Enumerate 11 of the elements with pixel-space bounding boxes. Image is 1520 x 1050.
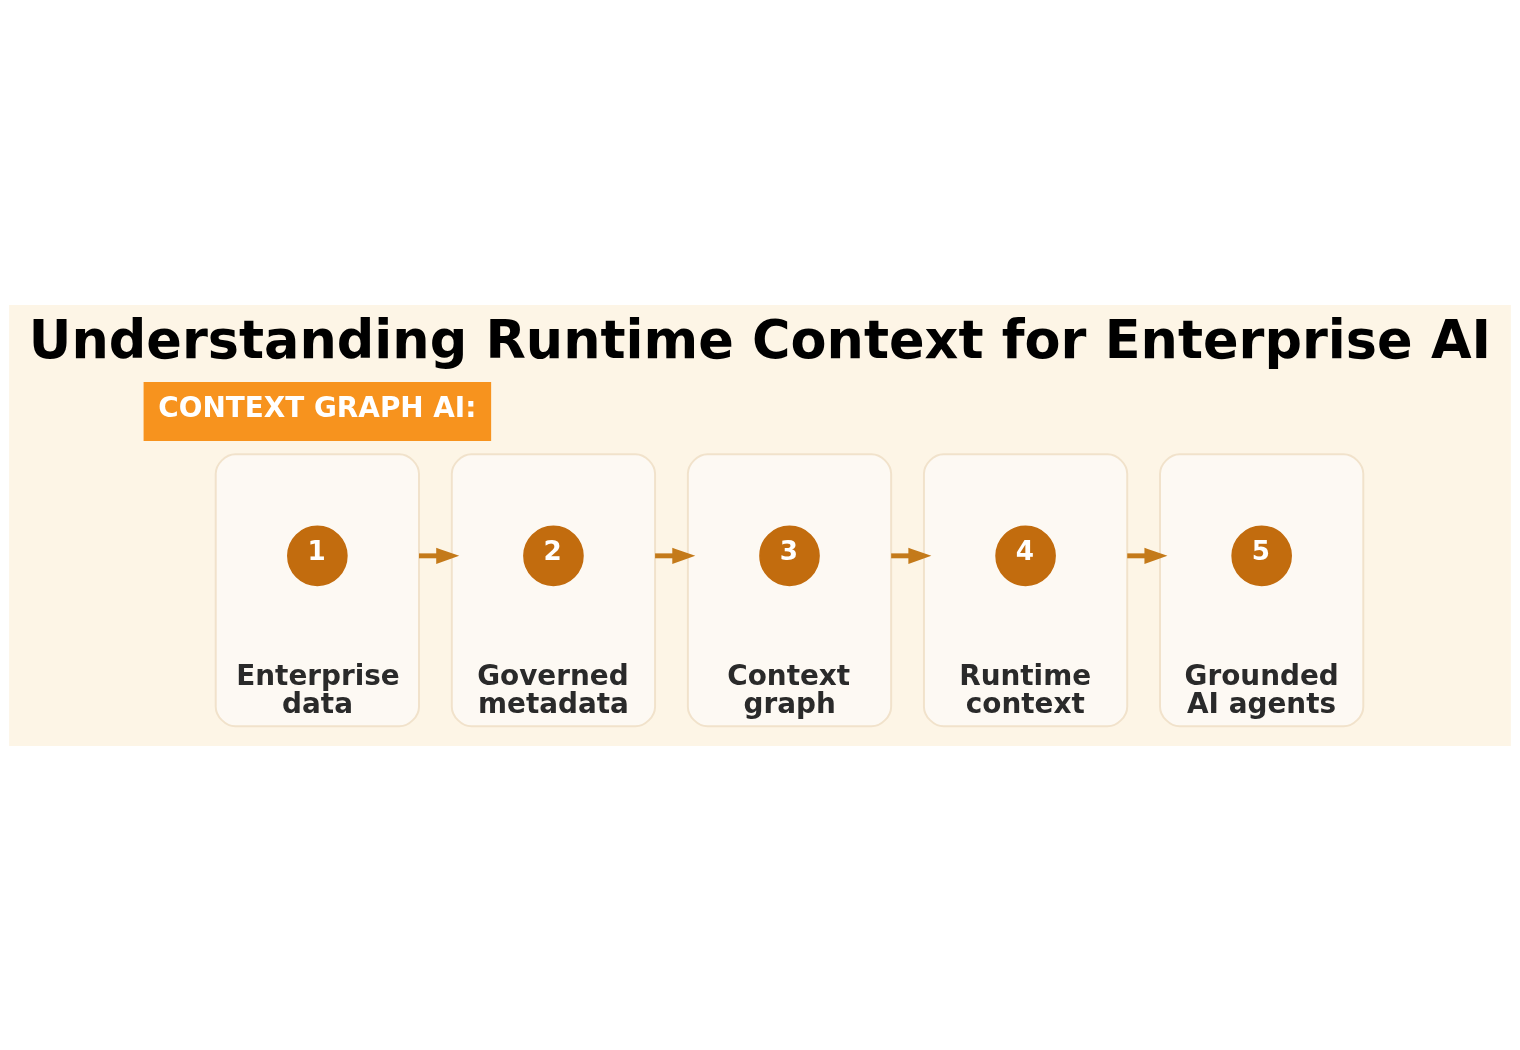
node-circle: 4: [995, 525, 1056, 586]
arrow: [419, 547, 460, 564]
diagram-title: Understanding Runtime Context for Enterprise AI: [28, 308, 1492, 370]
label: CONTEXT GRAPH AI:: [158, 390, 477, 424]
arrow: [891, 547, 932, 564]
arrow: [655, 547, 696, 564]
arrow: [1127, 547, 1168, 564]
node-circle: 1: [287, 525, 348, 586]
node-circle: 5: [1231, 525, 1292, 586]
node-circle: 2: [523, 525, 584, 586]
node-circle: 3: [759, 525, 820, 586]
